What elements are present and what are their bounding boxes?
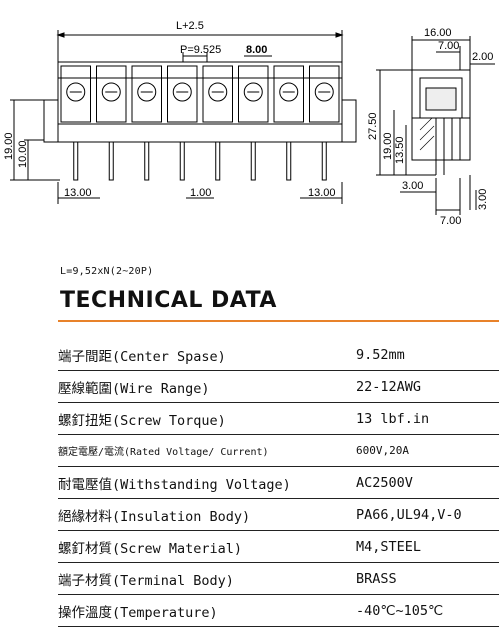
spec-row: 螺釘材質(Screw Material)M4,STEEL <box>58 530 499 563</box>
dim-side-bottom-width: 7.00 <box>440 215 461 227</box>
dim-side-height-outer: 19.00 <box>382 132 394 160</box>
dim-left-margin: 13.00 <box>64 187 92 199</box>
terminal-cell <box>309 65 340 123</box>
spec-row: 螺釘扭矩(Screw Torque)13 lbf.in <box>58 402 499 435</box>
screw-head-icon <box>172 82 192 102</box>
length-formula: L=9,52xN(2~20P) <box>60 266 154 277</box>
terminal-pin <box>286 141 292 181</box>
spec-value: AC2500V <box>356 466 499 499</box>
dim-pitch: P=9.525 <box>180 44 221 56</box>
screw-head-icon <box>279 82 299 102</box>
spec-row: 絕緣材料(Insulation Body)PA66,UL94,V-0 <box>58 498 499 531</box>
terminal-cell <box>167 65 198 123</box>
dim-side-top-inner: 7.00 <box>438 40 459 52</box>
spec-value: PA66,UL94,V-0 <box>356 498 499 531</box>
terminal-pin <box>108 141 114 181</box>
spec-value: M4,STEEL <box>356 530 499 563</box>
terminal-cells <box>60 65 340 123</box>
spec-label: 螺釘材質(Screw Material) <box>58 530 356 563</box>
dim-side-pin-offset: 3.00 <box>402 180 423 192</box>
spec-label: 壓線範圍(Wire Range) <box>58 370 356 403</box>
dim-side-bottom-height: 3.00 <box>477 189 489 210</box>
spec-label: 端子材質(Terminal Body) <box>58 562 356 595</box>
terminal-cell <box>202 65 233 123</box>
dim-right-margin: 13.00 <box>308 187 336 199</box>
dim-side-height-inner: 13.50 <box>394 136 406 164</box>
spec-label: 耐電壓值(Withstanding Voltage) <box>58 466 356 499</box>
terminal-pins <box>73 141 327 181</box>
spec-row: 額定電壓/電流(Rated Voltage/ Current)600V,20A <box>58 434 499 467</box>
spec-value: 9.52mm <box>356 339 499 371</box>
terminal-pin <box>73 141 79 181</box>
dim-pin-width: 1.00 <box>190 187 211 199</box>
accent-rule <box>58 320 499 322</box>
spec-label: 額定電壓/電流(Rated Voltage/ Current) <box>58 434 356 467</box>
dim-height-outer: 19.00 <box>3 132 15 160</box>
technical-drawing: L+2.5 P=9.525 8.00 19.00 10.00 13.00 1.0… <box>0 0 499 230</box>
drawing-svg: L+2.5 P=9.525 8.00 19.00 10.00 13.00 1.0… <box>3 20 495 227</box>
spec-row: 壓線範圍(Wire Range)22-12AWG <box>58 370 499 403</box>
terminal-pin <box>321 141 327 181</box>
terminal-cell <box>131 65 162 123</box>
screw-head-icon <box>137 82 157 102</box>
dim-pitch-segment: 8.00 <box>246 44 267 56</box>
screw-head-icon <box>314 82 334 102</box>
screw-head-icon <box>66 82 86 102</box>
terminal-cell <box>60 65 91 123</box>
spec-row: 端子間距(Center Spase)9.52mm <box>58 339 499 371</box>
dim-side-width: 16.00 <box>424 27 452 39</box>
spec-label: 絕緣材料(Insulation Body) <box>58 498 356 531</box>
terminal-pin <box>144 141 150 181</box>
spec-value: BRASS <box>356 562 499 595</box>
screw-head-icon <box>208 82 228 102</box>
front-view <box>10 30 357 204</box>
screw-head-icon <box>101 82 121 102</box>
side-view <box>376 36 495 215</box>
spec-row: 耐電壓值(Withstanding Voltage)AC2500V <box>58 466 499 499</box>
terminal-cell <box>96 65 127 123</box>
terminal-pin <box>179 141 185 181</box>
dim-height-inner: 10.00 <box>17 140 29 168</box>
terminal-pin <box>250 141 256 181</box>
spec-value: 22-12AWG <box>356 370 499 403</box>
terminal-cell <box>238 65 269 123</box>
section-title: TECHNICAL DATA <box>60 288 277 313</box>
screw-head-icon <box>243 82 263 102</box>
spec-row: 端子材質(Terminal Body)BRASS <box>58 562 499 595</box>
spec-label: 端子間距(Center Spase) <box>58 339 356 371</box>
spec-value: 600V,20A <box>356 434 499 467</box>
dim-side-total-height: 27.50 <box>367 112 379 140</box>
dim-side-top-offset: 2.00 <box>472 51 493 63</box>
spec-label: 螺釘扭矩(Screw Torque) <box>58 402 356 435</box>
dim-top-length: L+2.5 <box>176 20 204 32</box>
terminal-cell <box>273 65 304 123</box>
spec-value: 13 lbf.in <box>356 402 499 435</box>
terminal-pin <box>215 141 221 181</box>
